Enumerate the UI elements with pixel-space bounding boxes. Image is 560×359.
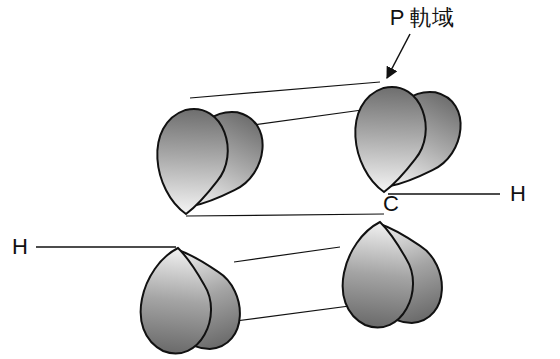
atom-label: C xyxy=(383,193,399,215)
p-orbital xyxy=(155,99,276,225)
bond-line xyxy=(36,246,176,248)
p-orbital xyxy=(353,79,474,205)
orbital-label: P 軌域 xyxy=(390,7,454,29)
atom-label: H xyxy=(12,236,28,258)
leader-arrow xyxy=(387,34,410,78)
p-orbital xyxy=(136,236,251,359)
p-orbital xyxy=(338,210,453,333)
atom-label: H xyxy=(510,183,526,205)
bond-line xyxy=(388,193,500,195)
